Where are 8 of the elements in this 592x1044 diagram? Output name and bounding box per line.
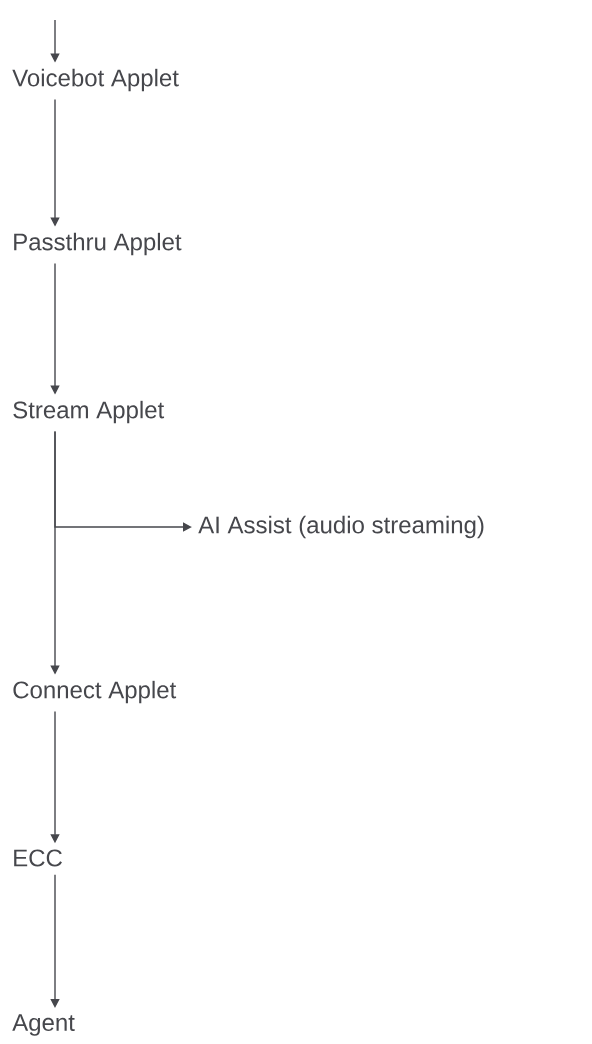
node-label: Connect Applet (13, 680, 177, 704)
node-label: ECC (14, 849, 62, 867)
node-label: Voicebot Applet (12, 68, 179, 92)
node-label: AI Assist (audio streaming) (198, 515, 484, 539)
node-label: Passthru Applet (14, 232, 182, 256)
node-label: Stream Applet (13, 400, 165, 424)
node-label: Agent (12, 1014, 75, 1036)
arrow (50, 874, 60, 1008)
